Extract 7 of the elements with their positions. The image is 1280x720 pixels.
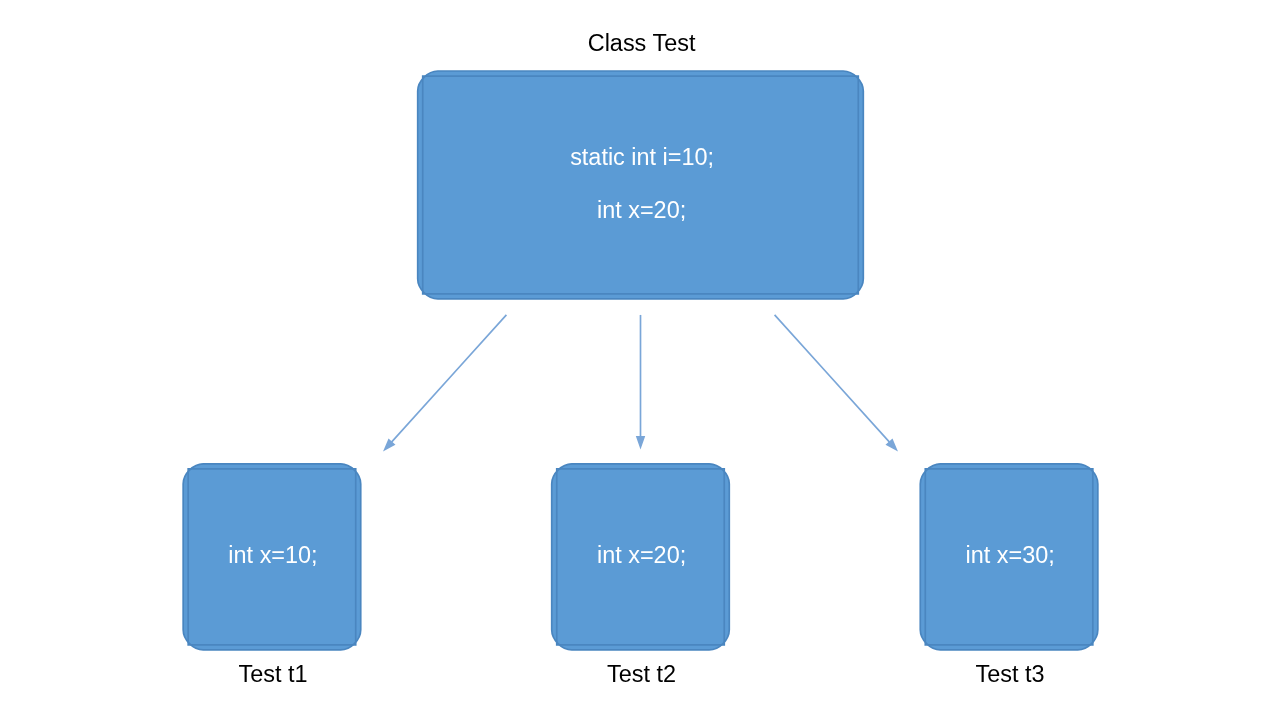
arrow [635, 314, 645, 450]
node-label: Test t2 [606, 660, 676, 687]
arrow [773, 314, 898, 452]
arrow [382, 314, 507, 452]
node-label: Test t3 [975, 660, 1045, 687]
node-label: Test t1 [237, 660, 307, 687]
node-label: Class Test [587, 30, 695, 57]
